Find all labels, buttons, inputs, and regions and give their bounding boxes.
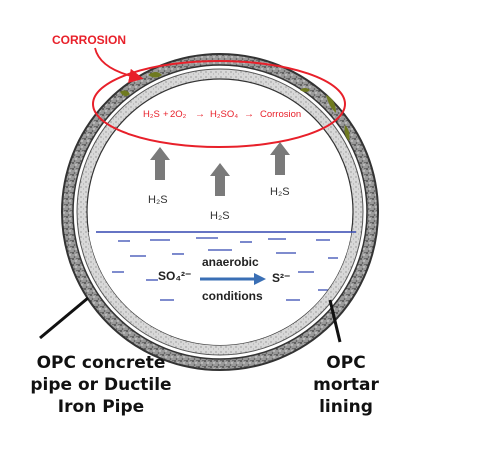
lining-material-label: OPC mortar lining	[306, 352, 386, 418]
gas-rise-arrows	[150, 142, 290, 196]
reaction-o2: 2O₂	[170, 109, 187, 120]
pipe-label-line-2: pipe or Ductile	[30, 375, 172, 395]
corrosion-callout: CORROSION	[52, 33, 126, 47]
lining-label-line-2: mortar	[313, 375, 379, 395]
gas-label-middle: H₂S	[210, 210, 230, 222]
sulfate-label: SO₄²⁻	[158, 269, 191, 283]
pipe-label-line-1: OPC concrete	[36, 353, 166, 373]
pipe-label-pointer	[39, 296, 89, 340]
reaction-plus: +	[163, 109, 169, 120]
pipe-material-label: OPC concrete pipe or Ductile Iron Pipe	[6, 352, 196, 418]
lining-label-pointer	[328, 299, 342, 343]
process-label-bottom: conditions	[202, 289, 263, 303]
gas-rise-arrow-right	[270, 142, 290, 175]
pipe-label-line-3: Iron Pipe	[57, 397, 145, 417]
reaction-arrow-2: →	[244, 109, 254, 120]
reaction-arrow-1: →	[195, 109, 205, 120]
gas-label-right: H₂S	[270, 186, 290, 198]
gas-label-left: H₂S	[148, 194, 168, 206]
reaction-h2so4: H₂SO₄	[210, 109, 238, 120]
gas-rise-arrow-left	[150, 147, 170, 180]
gas-rise-arrow-middle	[210, 163, 230, 196]
process-arrow	[200, 273, 266, 285]
lining-label-line-3: lining	[319, 397, 373, 417]
corrosion-zone-ellipse	[92, 60, 346, 148]
process-label-top: anaerobic	[202, 255, 259, 269]
callout-arrow	[94, 47, 144, 83]
sulfide-label: S²⁻	[272, 271, 290, 285]
lining-label-line-1: OPC	[326, 353, 366, 373]
reaction-equation: H₂S + 2O₂ → H₂SO₄ → Corrosion	[143, 109, 301, 120]
reaction-corrosion: Corrosion	[260, 109, 301, 120]
reaction-h2s: H₂S	[143, 109, 160, 120]
